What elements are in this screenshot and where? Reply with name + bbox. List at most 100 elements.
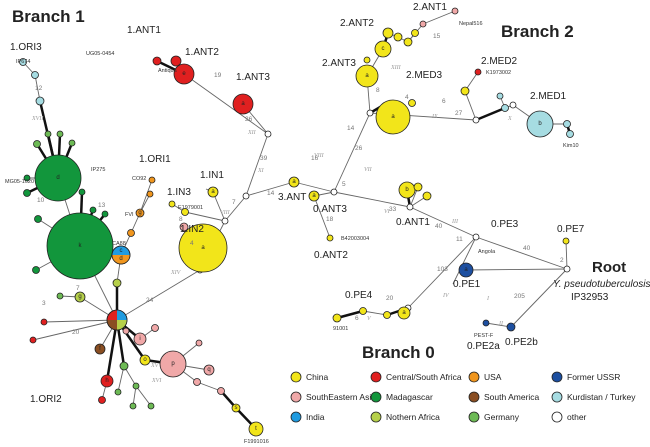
polytomy-labels: XVII XII XI VIII XIV XV XVI VIII VII VI … <box>31 65 512 384</box>
svg-text:2.ANT2: 2.ANT2 <box>340 18 374 29</box>
svg-text:6: 6 <box>442 98 446 105</box>
root-species: Y. pseudotuberculosis <box>553 279 650 290</box>
svg-text:2.MED1: 2.MED1 <box>530 91 567 102</box>
svg-text:8: 8 <box>179 216 183 223</box>
legend-swatch <box>551 371 563 383</box>
svg-text:1.IN1: 1.IN1 <box>200 170 224 181</box>
svg-text:a: a <box>292 179 296 185</box>
svg-text:IV: IV <box>442 293 450 299</box>
svg-text:XV: XV <box>150 363 160 369</box>
svg-text:k: k <box>79 243 83 249</box>
svg-text:XVI: XVI <box>151 378 162 384</box>
svg-text:1.ORI1: 1.ORI1 <box>139 154 171 165</box>
legend-label: Kurdistan / Turkey <box>567 392 636 402</box>
legend-label: SouthEastern Asia <box>306 392 376 402</box>
root-title: Root <box>592 259 626 276</box>
svg-text:91001: 91001 <box>333 326 348 332</box>
svg-text:IX: IX <box>431 114 438 120</box>
svg-text:0.PE4: 0.PE4 <box>345 290 373 301</box>
svg-text:g: g <box>78 294 81 300</box>
svg-text:18: 18 <box>326 216 334 223</box>
svg-text:26: 26 <box>355 145 363 152</box>
svg-text:o: o <box>143 357 147 363</box>
legend-label: Central/South Africa <box>386 372 462 382</box>
svg-text:XIV: XIV <box>170 270 182 276</box>
legend: China Central/South Africa USA Former USSR S… <box>290 371 636 423</box>
svg-text:2.MED2: 2.MED2 <box>481 56 518 67</box>
svg-text:i: i <box>139 336 140 342</box>
svg-text:4: 4 <box>405 94 409 101</box>
svg-text:XI: XI <box>257 168 265 174</box>
svg-text:a: a <box>312 193 316 199</box>
svg-text:2.MED3: 2.MED3 <box>406 70 443 81</box>
svg-text:a: a <box>211 189 215 195</box>
svg-text:X: X <box>507 116 512 122</box>
svg-text:K1973002: K1973002 <box>486 70 511 76</box>
legend-swatch <box>290 371 302 383</box>
svg-text:c: c <box>120 248 123 254</box>
svg-text:Nepal516: Nepal516 <box>459 21 483 27</box>
svg-text:0.PE7: 0.PE7 <box>557 224 585 235</box>
svg-text:c: c <box>382 46 385 52</box>
svg-text:19: 19 <box>214 72 222 79</box>
legend-label: Former USSR <box>567 372 620 382</box>
svg-text:XIII: XIII <box>390 65 402 71</box>
svg-text:PEST-F: PEST-F <box>474 333 494 339</box>
svg-text:a: a <box>391 114 395 120</box>
svg-text:VIII: VIII <box>220 210 231 216</box>
svg-text:7: 7 <box>76 285 80 292</box>
svg-text:f: f <box>99 346 101 352</box>
legend-swatch <box>370 411 382 423</box>
svg-text:IP275: IP275 <box>91 167 105 173</box>
svg-text:6: 6 <box>355 315 359 322</box>
svg-text:g: g <box>138 210 141 216</box>
svg-text:1.ORI3: 1.ORI3 <box>10 42 42 53</box>
svg-text:0.PE3: 0.PE3 <box>491 219 519 230</box>
svg-text:d: d <box>56 175 59 181</box>
branch-0-title: Branch 0 <box>362 343 435 362</box>
node-ori3-d <box>34 154 82 202</box>
svg-text:MG05-1020: MG05-1020 <box>5 179 34 185</box>
legend-swatch <box>290 411 302 423</box>
edge-lengths: 12 10 19 26 39 7 14 8 4 24 20 3 7 5 18 3… <box>35 33 564 336</box>
svg-text:26: 26 <box>245 116 253 123</box>
svg-text:0.PE2b: 0.PE2b <box>505 337 538 348</box>
svg-text:h: h <box>105 378 108 384</box>
legend-label: India <box>306 412 325 422</box>
svg-text:E1979001: E1979001 <box>178 205 203 211</box>
svg-text:14: 14 <box>347 125 355 132</box>
legend-label: other <box>567 412 587 422</box>
svg-text:1.ANT1: 1.ANT1 <box>127 25 161 36</box>
svg-text:UG05-0454: UG05-0454 <box>86 51 114 57</box>
svg-text:CA88: CA88 <box>112 241 126 247</box>
svg-text:VII: VII <box>364 167 373 173</box>
svg-text:11: 11 <box>456 236 463 243</box>
svg-text:103: 103 <box>437 266 448 273</box>
svg-text:40: 40 <box>523 245 531 252</box>
root-strain: IP32953 <box>571 292 609 303</box>
legend-swatch <box>551 411 563 423</box>
legend-label: USA <box>484 372 502 382</box>
svg-text:0.ANT2: 0.ANT2 <box>314 250 348 261</box>
svg-text:16: 16 <box>311 155 319 162</box>
svg-text:III: III <box>451 219 459 225</box>
legend-swatch <box>468 391 480 403</box>
legend-label: China <box>306 372 328 382</box>
svg-text:1.ANT3: 1.ANT3 <box>236 72 270 83</box>
node-ori3-k <box>46 212 114 280</box>
node-letters: d k a a b a a e p b a t c d g i o h f g … <box>56 46 542 432</box>
tree-nodes <box>19 7 574 437</box>
svg-text:IP674: IP674 <box>16 59 30 65</box>
svg-text:8: 8 <box>376 87 380 94</box>
svg-text:10: 10 <box>37 197 45 204</box>
legend-swatch <box>370 391 382 403</box>
svg-text:a: a <box>402 310 406 316</box>
branch-1-title: Branch 1 <box>12 7 85 26</box>
svg-text:0.PE1: 0.PE1 <box>453 279 481 290</box>
legend-swatch <box>290 391 302 403</box>
svg-text:a: a <box>365 73 369 79</box>
svg-text:B42003004: B42003004 <box>341 236 369 242</box>
svg-text:I: I <box>486 296 490 302</box>
svg-text:q: q <box>207 367 210 373</box>
